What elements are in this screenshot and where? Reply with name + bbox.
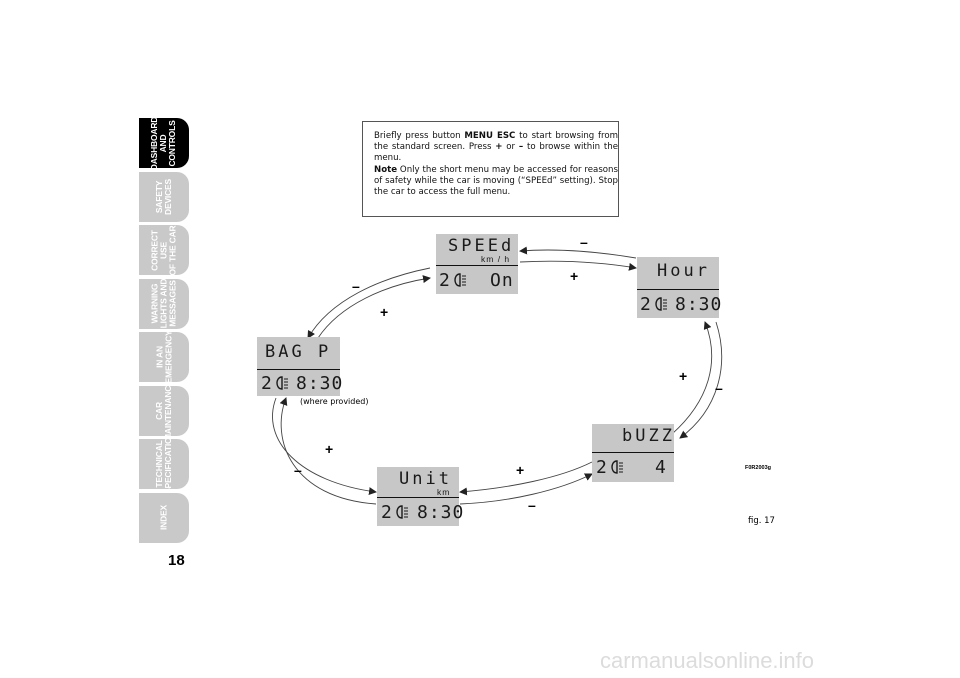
info-text: to browse within the menu. (374, 142, 618, 164)
minus-sign: – (715, 380, 723, 396)
plus-sign: + (516, 462, 525, 478)
display-separator (637, 289, 719, 290)
display-digit: 2 (439, 270, 451, 291)
plus-sign: + (325, 441, 334, 457)
display-top-text: bUZZ (622, 426, 675, 446)
display-top-text: Hour (657, 261, 710, 281)
info-text: Briefly press button (374, 131, 465, 141)
tab-technical-specifications[interactable]: TECHNICAL SPECIFICATIONS (139, 439, 189, 489)
plus-sign: + (380, 304, 389, 320)
menu-esc-label: MENU ESC (464, 131, 516, 141)
display-value: 4 (655, 457, 667, 478)
figure-code: F0R2003g (745, 465, 771, 471)
arrow-speed-to-bag (307, 267, 431, 339)
headlight-icon (611, 460, 623, 474)
display-digit: 2 (261, 373, 273, 394)
arrow-unit-to-bag (279, 397, 377, 505)
tab-safety-devices[interactable]: SAFETY DEVICES (139, 171, 189, 222)
plus-sign: + (679, 368, 688, 384)
headlight-icon (396, 505, 408, 519)
info-box: Briefly press button MENU ESC to start b… (362, 121, 619, 217)
display-value: 8:30 (675, 294, 723, 315)
arrow-hour-to-buzz (679, 321, 723, 439)
tab-index[interactable]: INDEX (139, 492, 189, 543)
display-value: On (490, 270, 514, 291)
display-unit: km (437, 487, 451, 497)
minus-sign: – (528, 497, 536, 513)
headlight-icon (276, 376, 288, 390)
info-text: to start browsing from the standard scre… (374, 131, 619, 153)
minus-sign: – (294, 462, 302, 478)
display-separator (436, 265, 518, 266)
display-digit: 2 (596, 457, 608, 478)
headlight-icon (454, 273, 466, 287)
tab-warning-lights[interactable]: WARNING LIGHTS AND MESSAGES (139, 278, 189, 329)
arrow-speed-to-hour (519, 260, 637, 271)
display-value: 8:30 (417, 502, 465, 523)
note-text: Only the short menu may be accessed for … (374, 164, 618, 198)
minus-sign: – (580, 234, 588, 250)
display-buzz: bUZZ 2 4 (592, 424, 674, 482)
display-value: 8:30 (296, 373, 344, 394)
watermark: carmanualsonline.info (600, 648, 815, 673)
info-paragraph: Briefly press button MENU ESC to start b… (374, 131, 618, 165)
plus-label: + (495, 142, 503, 153)
arrow-bag-to-speed (317, 275, 431, 339)
tab-car-maintenance[interactable]: CAR MAINTENANCE (139, 385, 189, 436)
display-separator (257, 369, 340, 370)
page-number: 18 (168, 552, 185, 569)
arrow-buzz-to-hour (671, 321, 713, 435)
display-hour: Hour 2 8:30 (637, 257, 723, 318)
display-top-text: SPEEd (448, 236, 515, 256)
minus-label: – (518, 142, 524, 153)
info-note: Note Only the short menu may be accessed… (374, 165, 618, 199)
note-label: Note (374, 164, 398, 175)
where-provided-note: (where provided) (300, 397, 369, 406)
info-text: or (502, 142, 519, 153)
display-separator (377, 497, 459, 498)
display-top-text: BAG P (265, 342, 332, 362)
tab-dashboard-and-controls[interactable]: DASHBOARD AND CONTROLS (139, 118, 189, 168)
figure-label: fig. 17 (748, 516, 775, 526)
arrow-hour-to-speed (519, 246, 637, 259)
display-digit: 2 (381, 502, 393, 523)
display-unit-setting: Unit km 2 8:30 (377, 467, 463, 526)
arrow-bag-to-unit (272, 397, 377, 496)
display-bag: BAG P 2 8:30 (257, 337, 344, 396)
chapter-tabs: DASHBOARD AND CONTROLS SAFETY DEVICES CO… (139, 118, 194, 546)
arrow-unit-to-buzz (459, 473, 593, 505)
minus-sign: – (352, 278, 360, 294)
display-speed: SPEEd km / h 2 On (436, 234, 518, 294)
tab-correct-use[interactable]: CORRECT USE OF THE CAR (139, 225, 189, 275)
arrow-buzz-to-unit (459, 461, 593, 496)
display-top-text: Unit (399, 469, 452, 489)
plus-sign: + (570, 268, 579, 284)
headlight-icon (655, 297, 667, 311)
display-unit: km / h (481, 254, 511, 264)
display-separator (592, 452, 674, 453)
display-digit: 2 (640, 294, 652, 315)
tab-in-an-emergency[interactable]: IN AN EMERGENCY (139, 332, 189, 382)
